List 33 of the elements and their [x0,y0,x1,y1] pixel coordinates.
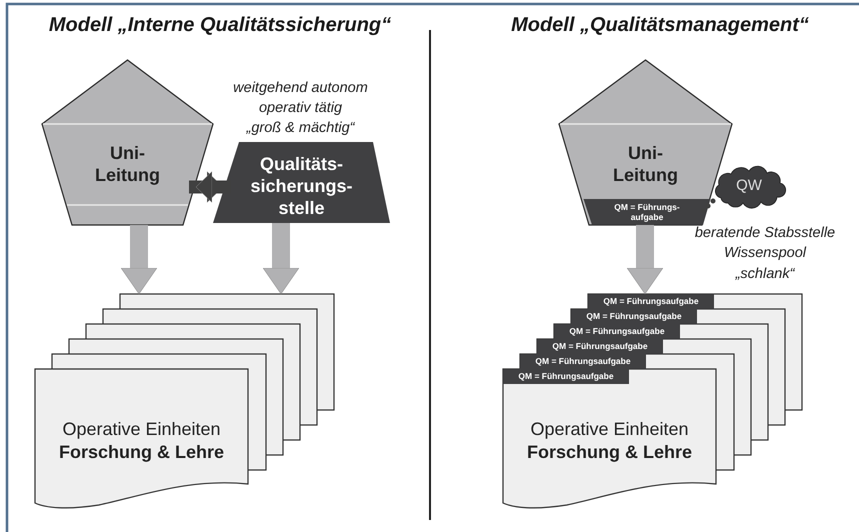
node-label: Operative Einheiten [530,418,689,441]
cloud-node [713,166,785,206]
page-tab [588,294,714,309]
pentagon-node [559,60,732,225]
trapezoid-node [213,142,390,223]
node-label: Qualitäts- sicherungs- stelle [249,152,354,218]
tab-label: QM = Führungs- aufgabe [613,202,681,222]
node-label: Uni- Leitung [612,142,679,186]
tab-label: QM = Führungsaufgabe [552,340,648,353]
tab-label: QM = Führungsaufgabe [518,370,614,383]
tab-label: QM = Führungsaufgabe [586,310,682,323]
tab-label: QM = Führungsaufgabe [569,325,665,338]
block-arrow [262,223,300,294]
node-label: Operative Einheiten [62,418,221,441]
node-label: Uni- Leitung [94,142,161,186]
block-arrow [120,225,158,294]
node-label: Forschung & Lehre [58,441,224,464]
document-stack [503,294,802,508]
node-label: QW [736,177,762,195]
node-label: Forschung & Lehre [526,441,692,464]
node-caption: „groß & mächtig“ [245,119,356,138]
model-title: Modell „Interne Qualitätssicherung“ [48,14,392,37]
tab-label: QM = Führungsaufgabe [535,355,631,368]
pentagon-node [42,60,213,225]
document-stack [35,294,334,508]
node-caption: „schlank“ [734,265,796,284]
model-title: Modell „Qualitätsmanagement“ [510,14,810,37]
band-node [583,199,711,225]
tab-label: QM = Führungsaufgabe [603,295,699,308]
node-caption: weitgehend autonom operativ tätig [232,79,369,118]
page-tab [503,369,629,384]
node-caption: beratende Stabsstelle Wissenspool [694,224,836,263]
block-arrow [626,225,664,294]
